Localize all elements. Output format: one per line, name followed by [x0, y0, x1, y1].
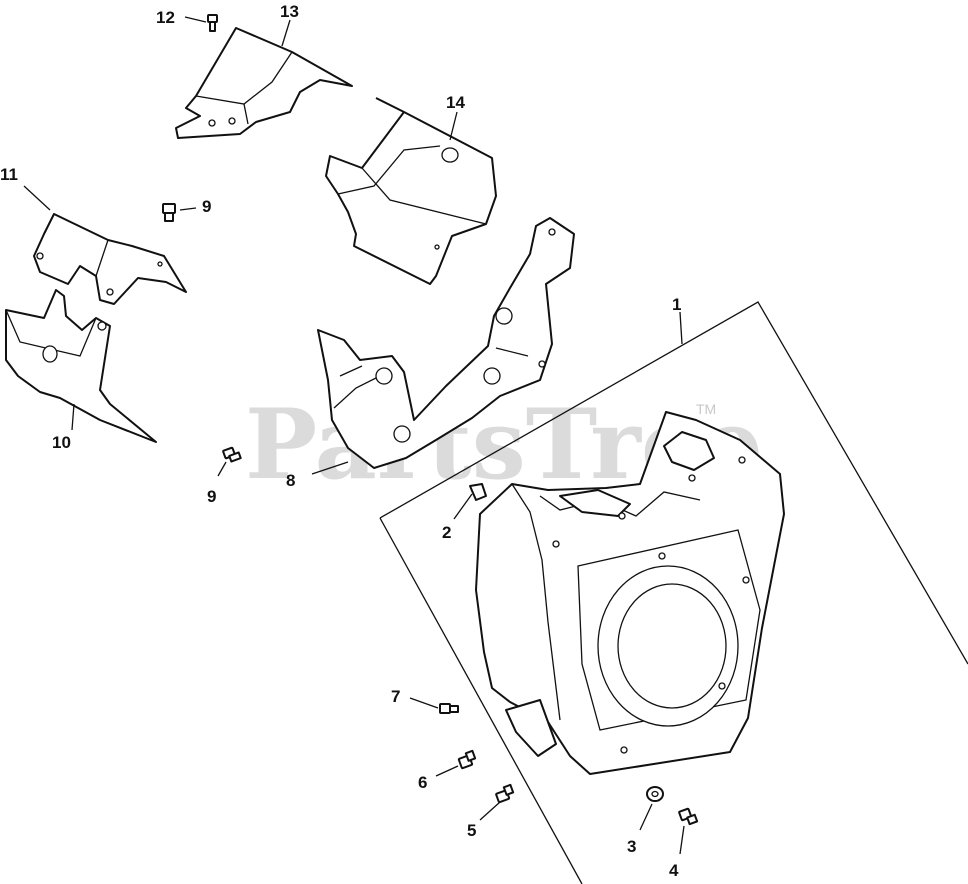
callout-8[interactable]: 8 — [286, 471, 295, 490]
callout-13[interactable]: 13 — [280, 2, 299, 21]
leader-lines — [23, 16, 685, 855]
callout-3[interactable]: 3 — [627, 837, 636, 856]
callout-7[interactable]: 7 — [391, 687, 400, 706]
part-2-clip[interactable] — [469, 483, 487, 501]
callout-4[interactable]: 4 — [669, 861, 679, 880]
part-3-washer[interactable] — [646, 786, 664, 802]
part-11-bracket[interactable] — [33, 213, 187, 305]
callout-12[interactable]: 12 — [156, 8, 175, 27]
part-14-shroud[interactable] — [325, 97, 497, 285]
part-1-blower-housing[interactable] — [475, 411, 785, 775]
callout-2[interactable]: 2 — [442, 523, 451, 542]
callout-5[interactable]: 5 — [467, 821, 476, 840]
callout-14[interactable]: 14 — [446, 93, 465, 112]
part-5-bolt[interactable] — [495, 783, 515, 804]
part-6-bolt[interactable] — [457, 749, 477, 770]
callout-11[interactable]: 11 — [0, 165, 18, 184]
part-10-panel[interactable] — [5, 289, 157, 443]
part-7-bolt[interactable] — [439, 703, 459, 714]
watermark-trademark: TM — [696, 401, 716, 417]
assembly-boundary — [379, 301, 968, 665]
part-8-back-plate[interactable] — [317, 217, 575, 469]
callout-9-lower[interactable]: 9 — [207, 487, 216, 506]
callout-9-upper[interactable]: 9 — [202, 197, 211, 216]
part-9-bolt-lower[interactable] — [222, 446, 242, 463]
assembly-boundary-left — [379, 517, 583, 884]
part-13-baffle[interactable] — [175, 27, 353, 139]
part-4-bolt[interactable] — [678, 807, 699, 826]
part-9-bolt-upper[interactable] — [162, 203, 176, 222]
callout-6[interactable]: 6 — [418, 773, 427, 792]
part-12-bolt[interactable] — [207, 14, 218, 32]
callout-1[interactable]: 1 — [672, 295, 681, 314]
callout-10[interactable]: 10 — [52, 433, 71, 452]
